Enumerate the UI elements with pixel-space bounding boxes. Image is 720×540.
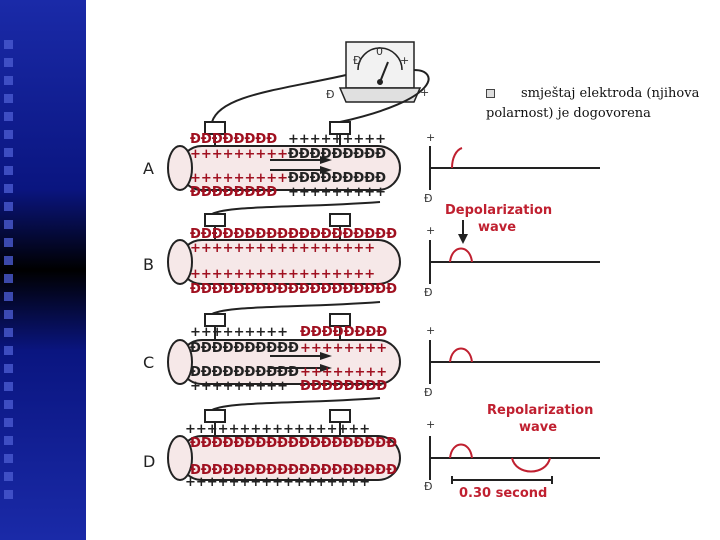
galvanometer: 0 Đ + Đ + xyxy=(326,41,429,103)
c-trace-minus: Đ xyxy=(424,386,433,399)
sidebar-decoration xyxy=(0,0,86,540)
c-row2-left: ĐĐĐĐĐĐĐĐĐĐ xyxy=(190,341,299,356)
c-row3-right: ++++++++ xyxy=(300,365,387,380)
a-row2-right: ĐĐĐĐĐĐĐĐĐ xyxy=(288,147,386,162)
bullet-line-2: polarnost) je dogovorena xyxy=(486,106,651,121)
wire-left xyxy=(211,74,347,123)
c-row3-left: ĐĐĐĐĐĐĐĐĐĐ xyxy=(190,365,299,380)
bullet-square-icon xyxy=(486,89,495,98)
c-top-right: ĐĐĐĐĐĐĐĐ xyxy=(300,325,387,340)
a-bot-left: ĐĐĐĐĐĐĐĐ xyxy=(190,185,277,200)
meter-zero: 0 xyxy=(376,45,383,58)
a-top-right: +++++++++ xyxy=(288,132,386,147)
b-row1: ĐĐĐĐĐĐĐĐĐĐĐĐĐĐĐĐĐĐĐ xyxy=(190,227,397,242)
meter-base-minus: Đ xyxy=(326,88,335,101)
fiber-d xyxy=(167,397,401,481)
b-trace-plus: + xyxy=(426,224,435,237)
wire-right xyxy=(339,69,430,123)
trace-c xyxy=(429,340,600,384)
c-top-left: +++++++++ xyxy=(190,325,288,340)
trace-a xyxy=(429,146,600,190)
c-trace-plus: + xyxy=(426,324,435,337)
a-row2-left: +++++++++ xyxy=(190,147,288,162)
a-row3-left: +++++++++ xyxy=(190,171,288,186)
trace-d xyxy=(429,436,600,480)
fiber-c xyxy=(167,301,401,385)
panel-a-letter: A xyxy=(143,159,154,178)
timebar-label: 0.30 second xyxy=(459,486,547,501)
meter-base-plus: + xyxy=(420,86,429,99)
timebar xyxy=(451,476,553,484)
b-row4: ĐĐĐĐĐĐĐĐĐĐĐĐĐĐĐĐĐĐĐ xyxy=(190,282,397,297)
trace-b xyxy=(429,240,600,284)
depol-arrowhead xyxy=(458,234,468,244)
meter-minus: Đ xyxy=(353,54,362,67)
d-row4: +++++++++++++++++ xyxy=(185,475,370,490)
b-row2: +++++++++++++++++ xyxy=(190,241,375,256)
d-row3: ĐĐĐĐĐĐĐĐĐĐĐĐĐĐĐĐĐĐĐ xyxy=(190,463,397,478)
square-pattern xyxy=(4,40,18,508)
fiber-a xyxy=(167,121,401,191)
meter-plus: + xyxy=(400,54,409,67)
fiber-b xyxy=(167,201,401,285)
bullet-line-1: smještaj elektroda (njihova xyxy=(521,86,700,101)
a-trace-plus: + xyxy=(426,131,435,144)
a-trace-minus: Đ xyxy=(424,192,433,205)
d-trace-minus: Đ xyxy=(424,480,433,493)
c-row2-right: ++++++++ xyxy=(300,341,387,356)
b-trace-minus: Đ xyxy=(424,286,433,299)
depol-line1: Depolarization xyxy=(445,203,552,218)
repol-line2: wave xyxy=(519,420,557,435)
c-bot-left: +++++++++ xyxy=(190,379,288,394)
panel-b-letter: B xyxy=(143,255,154,274)
bullet-text: smještaj elektroda (njihova polarnost) j… xyxy=(486,84,720,124)
panel-d-letter: D xyxy=(143,452,155,471)
a-top-left: ĐĐĐĐĐĐĐĐ xyxy=(190,132,277,147)
c-bot-right: ĐĐĐĐĐĐĐĐ xyxy=(300,379,387,394)
a-bot-right: +++++++++ xyxy=(288,185,386,200)
depol-line2: wave xyxy=(478,220,516,235)
a-row3-right: ĐĐĐĐĐĐĐĐĐ xyxy=(288,171,386,186)
b-row3: +++++++++++++++++ xyxy=(190,267,375,282)
d-row2: ĐĐĐĐĐĐĐĐĐĐĐĐĐĐĐĐĐĐĐ xyxy=(190,436,397,451)
panel-c-letter: C xyxy=(143,353,154,372)
d-row1: +++++++++++++++++ xyxy=(185,422,370,437)
d-trace-plus: + xyxy=(426,418,435,431)
repol-line1: Repolarization xyxy=(487,403,593,418)
